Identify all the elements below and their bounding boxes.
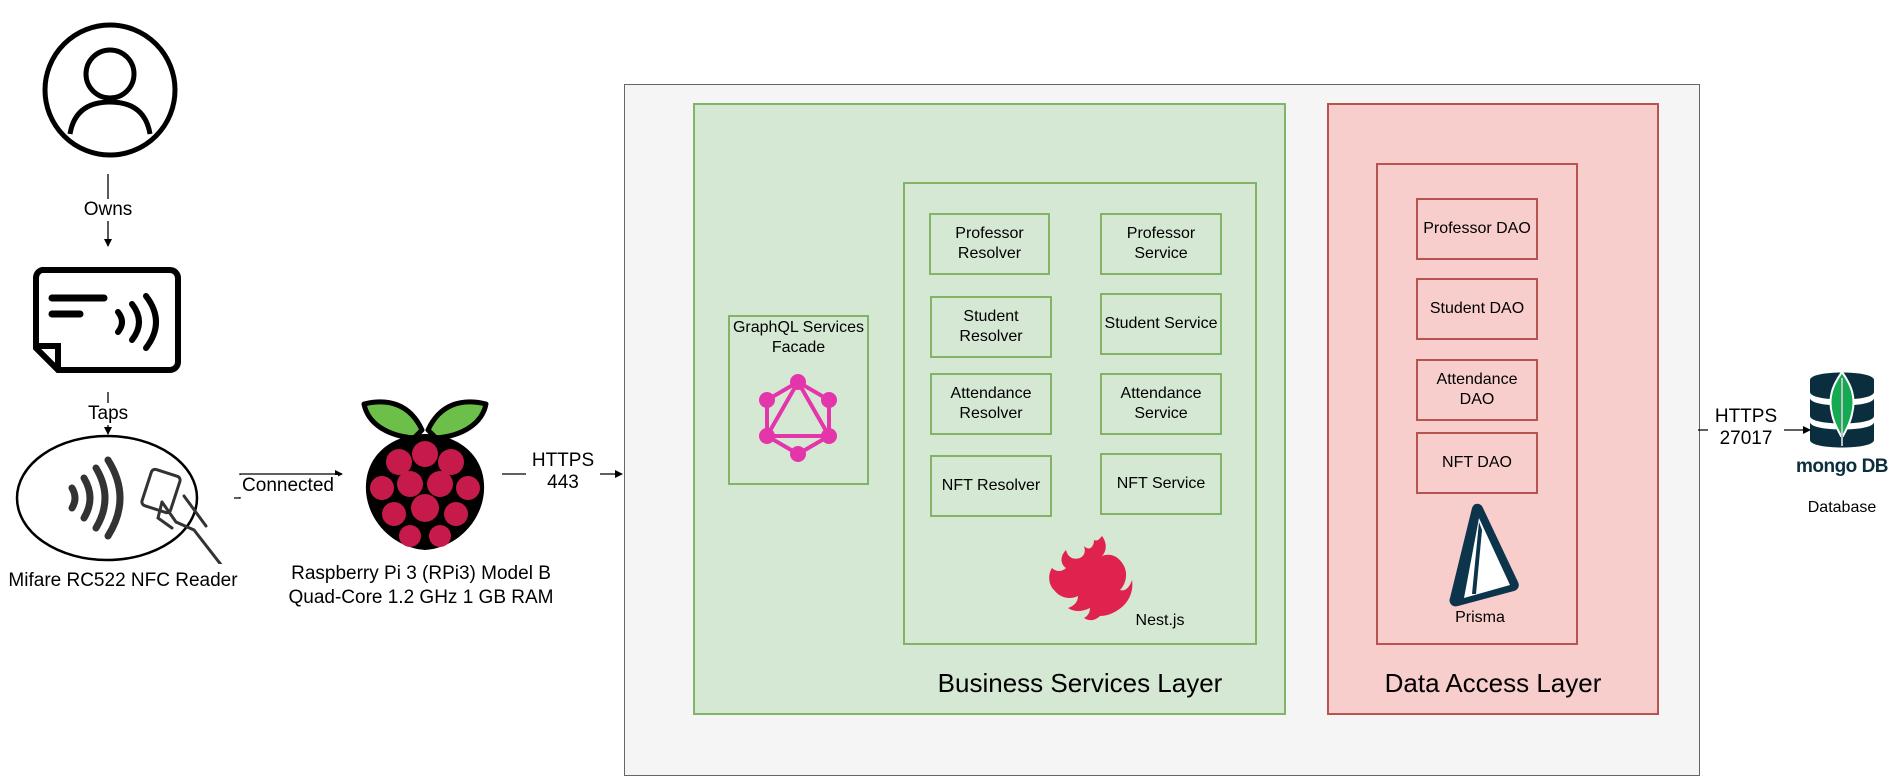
nft-service-label: NFT Service: [1116, 475, 1206, 492]
attendance-resolver-line1: Attendance: [950, 385, 1032, 402]
graphql-facade-label: GraphQL Services Facade: [728, 318, 869, 358]
database-icon: [1810, 370, 1874, 448]
https-443-line1: HTTPS: [531, 450, 595, 471]
graphql-icon: [759, 374, 837, 462]
https-443-line2: 443: [547, 472, 579, 493]
professor-resolver-line1: Professor: [955, 225, 1024, 242]
attendance-service-line1: Attendance: [1120, 385, 1202, 402]
raspberry-pi-label-line1: Raspberry Pi 3 (RPi3) Model B: [291, 563, 551, 584]
nfc-card-icon: [33, 267, 181, 373]
nft-resolver-label: NFT Resolver: [941, 477, 1041, 494]
https-27017-label: HTTPS 27017: [1708, 406, 1784, 450]
data-layer-title: Data Access Layer: [1384, 668, 1602, 698]
nfc-reader-icon: [15, 434, 223, 564]
taps-label: Taps: [88, 403, 129, 425]
graphql-facade-line2: Facade: [771, 339, 826, 356]
nestjs-label: Nest.js: [1135, 612, 1185, 629]
graphql-facade-box: [728, 315, 869, 485]
professor-service-line1: Professor: [1126, 225, 1196, 242]
attendance-dao-line2: DAO: [1459, 391, 1495, 408]
attendance-dao-line1: Attendance: [1436, 371, 1518, 388]
business-layer-title: Business Services Layer: [937, 668, 1223, 698]
professor-resolver-line2: Resolver: [957, 245, 1022, 262]
nfc-reader-label: Mifare RC522 NFC Reader: [8, 570, 238, 591]
owns-label: Owns: [80, 199, 136, 221]
database-caption: Database: [1807, 499, 1877, 516]
student-service-label: Student Service: [1104, 315, 1218, 332]
professor-dao-label: Professor DAO: [1423, 220, 1531, 237]
prisma-icon: [1449, 503, 1519, 607]
student-dao-label: Student DAO: [1429, 300, 1525, 317]
https-443-label: HTTPS 443: [526, 450, 600, 494]
nft-dao-label: NFT DAO: [1442, 454, 1512, 471]
dao-group: [1376, 163, 1578, 645]
raspberry-pi-icon: [361, 399, 489, 550]
student-service-box: Student Service: [1100, 293, 1222, 355]
https-27017-line2: 27017: [1719, 428, 1773, 449]
resolver-service-group: [903, 182, 1257, 645]
user-icon: [42, 22, 178, 158]
professor-service-line2: Service: [1134, 245, 1188, 262]
nft-resolver-box: NFT Resolver: [930, 455, 1052, 517]
professor-dao-box: Professor DAO: [1416, 198, 1538, 260]
attendance-service-line2: Service: [1134, 405, 1188, 422]
https-27017-line1: HTTPS: [1714, 406, 1778, 427]
student-resolver-line2: Resolver: [959, 328, 1023, 345]
raspberry-pi-label: Raspberry Pi 3 (RPi3) Model B Quad-Core …: [262, 562, 580, 610]
raspberry-pi-label-line2: Quad-Core 1.2 GHz 1 GB RAM: [288, 587, 554, 608]
nft-service-box: NFT Service: [1100, 453, 1222, 515]
student-resolver-line1: Student: [963, 308, 1019, 325]
prisma-label: Prisma: [1455, 609, 1505, 626]
graphql-facade-line1: GraphQL Services: [732, 319, 864, 336]
mongodb-logo-text: mongo DB: [1795, 456, 1889, 477]
nestjs-icon: [1049, 536, 1133, 621]
student-dao-box: Student DAO: [1416, 278, 1538, 340]
attendance-resolver-line2: Resolver: [959, 405, 1023, 422]
nft-dao-box: NFT DAO: [1416, 432, 1538, 494]
connected-label: Connected: [238, 475, 338, 497]
